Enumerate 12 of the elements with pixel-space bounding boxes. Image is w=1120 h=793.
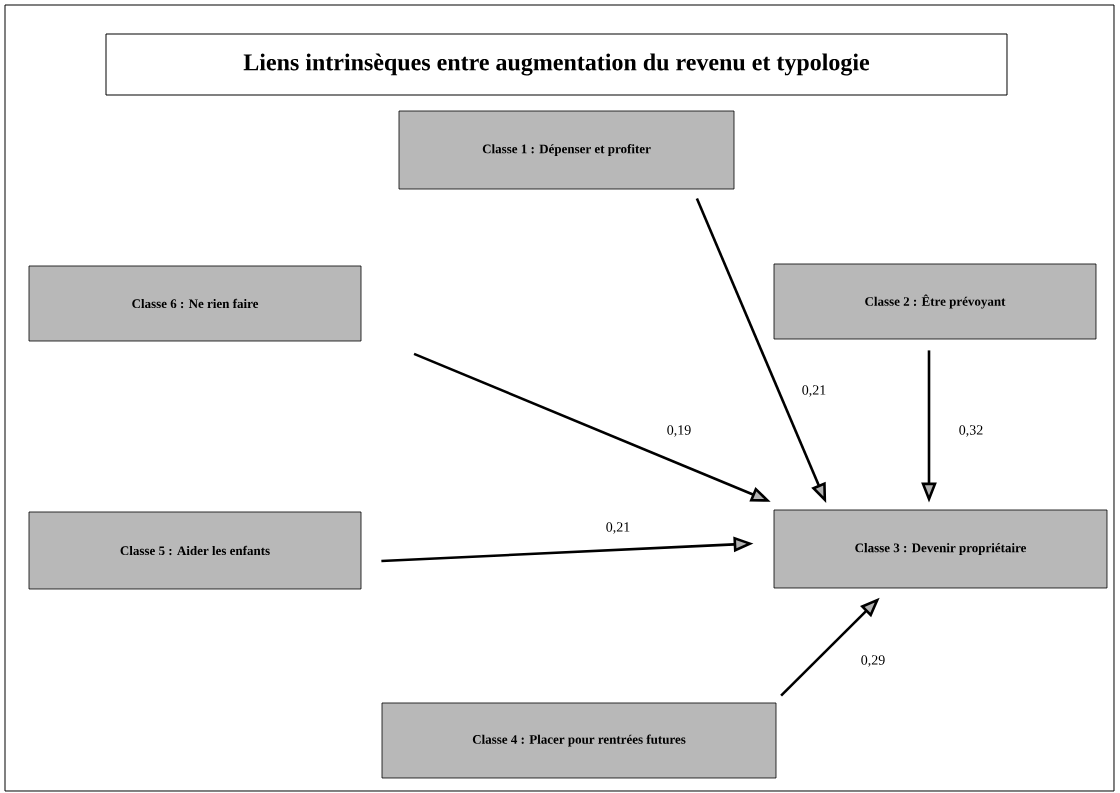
class-box: Classe 5 : Aider les enfants [28, 511, 362, 590]
edge-label: 0,32 [957, 424, 985, 438]
class-box: Classe 3 : Devenir propriétaire [773, 509, 1108, 589]
edge-label: 0,19 [665, 424, 693, 438]
edge-label: 0,29 [859, 654, 887, 668]
class-box: Classe 2 : Être prévoyant [773, 263, 1097, 340]
class-box: Classe 6 : Ne rien faire [28, 265, 362, 342]
title-box: Liens intrinsèques entre augmentation du revenu et typologie [105, 33, 1008, 96]
class-box: Classe 1 : Dépenser et profiter [398, 110, 735, 190]
edge-label: 0,21 [604, 521, 632, 535]
edge-label: 0,21 [800, 384, 828, 398]
class-box: Classe 4 : Placer pour rentrées futures [381, 702, 777, 779]
